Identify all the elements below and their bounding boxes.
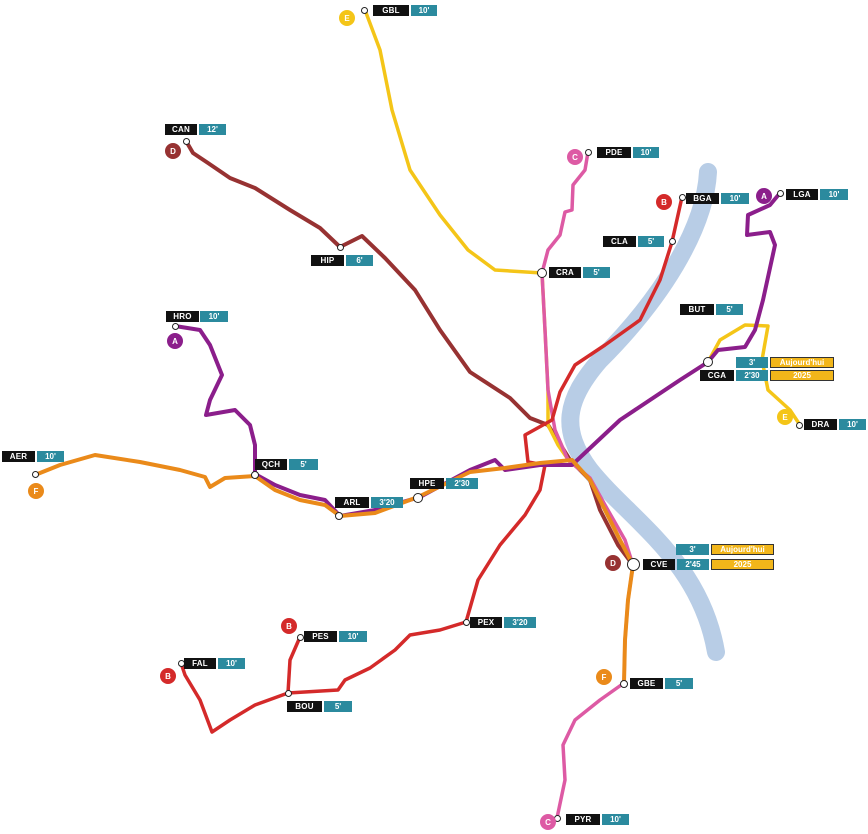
- line-badge-e[interactable]: E: [339, 10, 355, 26]
- station-code-hip: HIP: [311, 255, 344, 266]
- station-code-bou: BOU: [287, 701, 322, 712]
- line-badge-f[interactable]: F: [28, 483, 44, 499]
- station-code-qch: QCH: [255, 459, 287, 470]
- stop-cla[interactable]: [669, 238, 676, 245]
- station-time-lga: 10': [820, 189, 848, 200]
- stop-cra[interactable]: [537, 268, 547, 278]
- station-code-can: CAN: [165, 124, 197, 135]
- river: [561, 163, 725, 661]
- station-time-cga: 2'30: [736, 370, 768, 381]
- year-label-cga: 2025: [770, 370, 834, 381]
- stop-gbl[interactable]: [361, 7, 368, 14]
- line-badge-f[interactable]: F: [596, 669, 612, 685]
- station-time-arl: 3'20: [371, 497, 403, 508]
- station-time-hro: 10': [200, 311, 228, 322]
- station-time-cve: 2'45: [677, 559, 709, 570]
- stop-bga[interactable]: [679, 194, 686, 201]
- station-code-cla: CLA: [603, 236, 636, 247]
- station-code-pde: PDE: [597, 147, 631, 158]
- stop-hro[interactable]: [172, 323, 179, 330]
- station-code-cve: CVE: [643, 559, 675, 570]
- stop-aer[interactable]: [32, 471, 39, 478]
- station-code-cra: CRA: [549, 267, 581, 278]
- line-badge-b[interactable]: B: [656, 194, 672, 210]
- station-time-pde: 10': [633, 147, 659, 158]
- stop-can[interactable]: [183, 138, 190, 145]
- station-time-can: 12': [199, 124, 226, 135]
- station-time-aer: 10': [37, 451, 64, 462]
- station-time-bga: 10': [721, 193, 749, 204]
- stop-pes[interactable]: [297, 634, 304, 641]
- station-code-gbl: GBL: [373, 5, 409, 16]
- station-time-cra: 5': [583, 267, 610, 278]
- station-time-gbe: 5': [665, 678, 693, 689]
- station-code-hpe: HPE: [410, 478, 444, 489]
- station-code-cga: CGA: [700, 370, 734, 381]
- stop-cve[interactable]: [627, 558, 640, 571]
- line-c-path: [540, 151, 635, 819]
- station-time-pyr: 10': [602, 814, 629, 825]
- station-code-aer: AER: [2, 451, 35, 462]
- line-badge-a[interactable]: A: [756, 188, 772, 204]
- station-time-qch: 5': [289, 459, 318, 470]
- station-code-pex: PEX: [470, 617, 502, 628]
- station-time-pes: 10': [339, 631, 367, 642]
- line-badge-b[interactable]: B: [281, 618, 297, 634]
- station-today-time-cga: 3': [736, 357, 768, 368]
- stop-dra[interactable]: [796, 422, 803, 429]
- stop-cga[interactable]: [703, 357, 713, 367]
- line-badge-c[interactable]: C: [540, 814, 556, 830]
- line-badge-d[interactable]: D: [605, 555, 621, 571]
- stop-arl[interactable]: [335, 512, 343, 520]
- today-label-cve: Aujourd'hui: [711, 544, 774, 555]
- line-a-path: [174, 191, 782, 518]
- station-time-but: 5': [716, 304, 743, 315]
- stop-lga[interactable]: [777, 190, 784, 197]
- station-time-dra: 10': [839, 419, 866, 430]
- station-time-hip: 6': [346, 255, 373, 266]
- station-today-time-cve: 3': [676, 544, 709, 555]
- stop-bou[interactable]: [285, 690, 292, 697]
- station-code-lga: LGA: [786, 189, 818, 200]
- station-code-hro: HRO: [166, 311, 199, 322]
- stop-hpe[interactable]: [413, 493, 423, 503]
- station-time-gbl: 10': [411, 5, 437, 16]
- station-time-bou: 5': [324, 701, 352, 712]
- station-code-pes: PES: [304, 631, 337, 642]
- line-e-path: [363, 9, 802, 467]
- today-label-cga: Aujourd'hui: [770, 357, 834, 368]
- stop-gbe[interactable]: [620, 680, 628, 688]
- station-code-dra: DRA: [804, 419, 837, 430]
- line-f-path: [34, 453, 635, 684]
- line-badge-b[interactable]: B: [160, 668, 176, 684]
- station-time-hpe: 2'30: [446, 478, 478, 489]
- station-code-pyr: PYR: [566, 814, 600, 825]
- station-time-pex: 3'20: [504, 617, 536, 628]
- stop-pde[interactable]: [585, 149, 592, 156]
- station-code-bga: BGA: [686, 193, 719, 204]
- station-time-cla: 5': [638, 236, 664, 247]
- line-badge-e[interactable]: E: [777, 409, 793, 425]
- line-b-path: [179, 196, 684, 734]
- station-time-fal: 10': [218, 658, 245, 669]
- line-b-branch-pes: [286, 636, 302, 694]
- station-code-arl: ARL: [335, 497, 369, 508]
- line-badge-a[interactable]: A: [167, 333, 183, 349]
- stop-pex[interactable]: [463, 619, 470, 626]
- stop-hip[interactable]: [337, 244, 344, 251]
- line-badge-c[interactable]: C: [567, 149, 583, 165]
- year-label-cve: 2025: [711, 559, 774, 570]
- station-code-fal: FAL: [184, 658, 216, 669]
- station-code-gbe: GBE: [630, 678, 663, 689]
- stop-qch[interactable]: [251, 471, 259, 479]
- line-badge-d[interactable]: D: [165, 143, 181, 159]
- station-code-but: BUT: [680, 304, 714, 315]
